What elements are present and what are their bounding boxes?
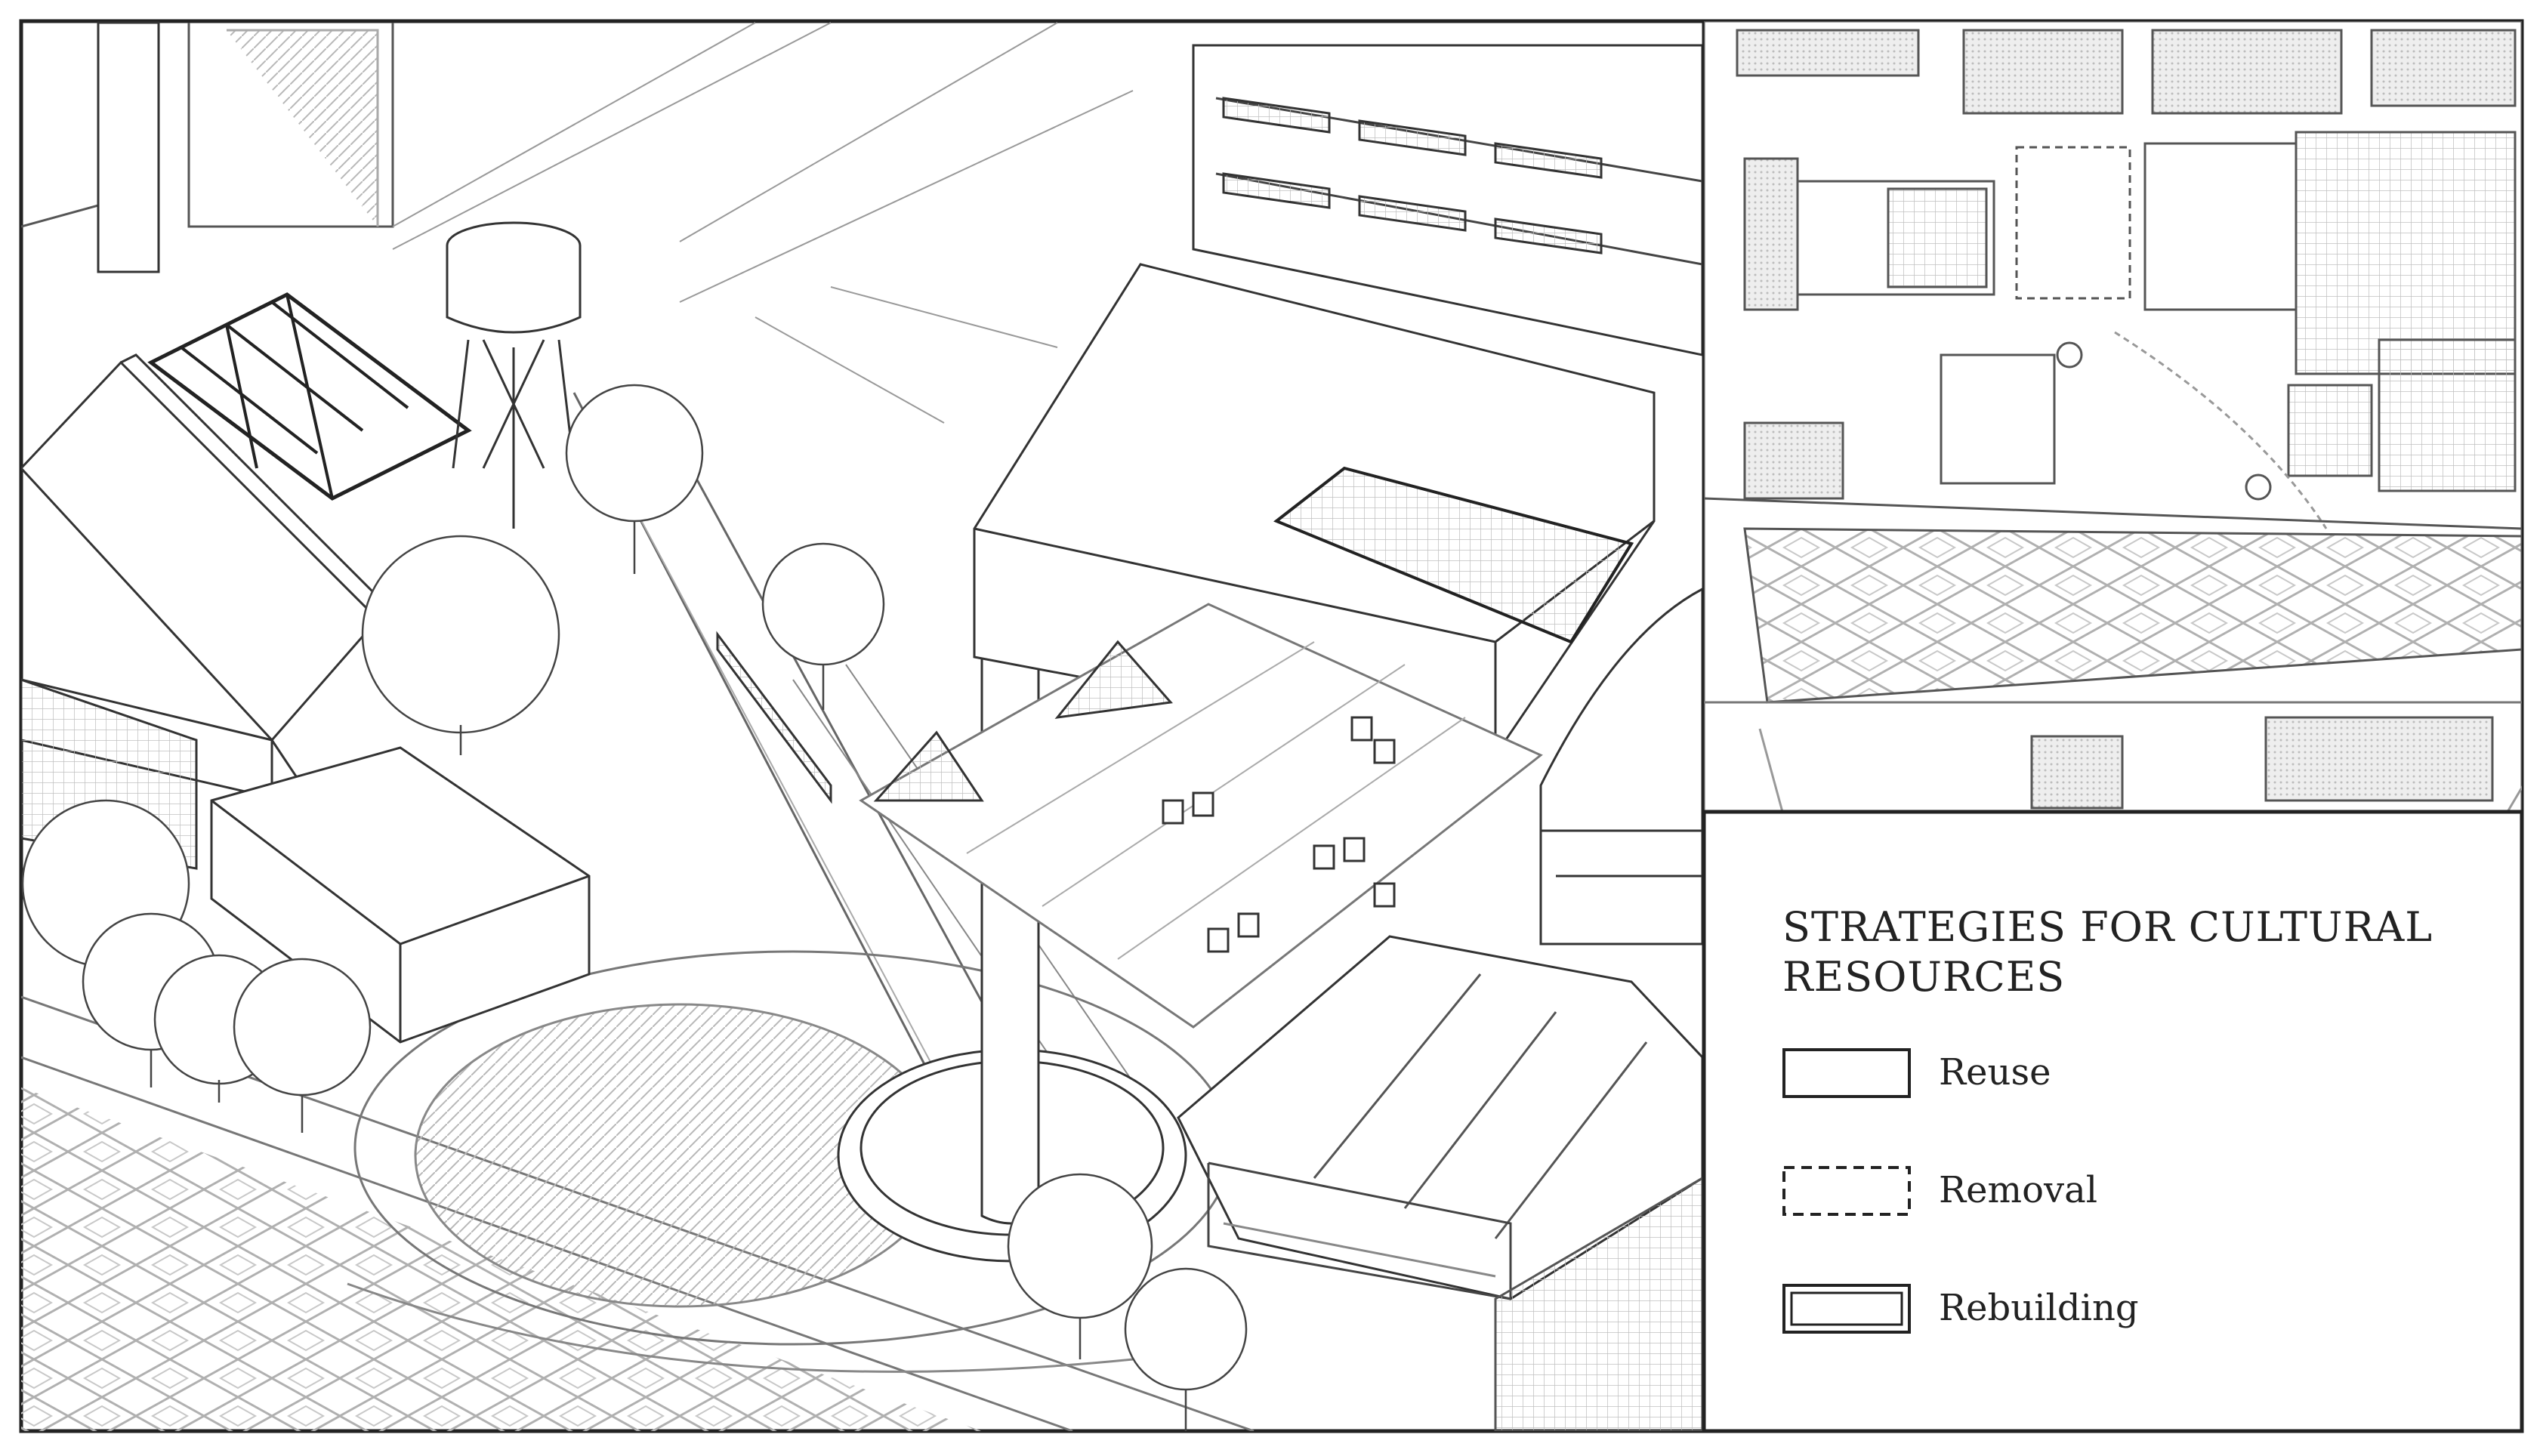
axonometric-site-drawing [21, 21, 1702, 1431]
legend-label-reuse: Reuse [1939, 1051, 2051, 1094]
legend-swatch-reuse [1782, 1048, 1911, 1098]
sculpture-fence [716, 631, 832, 804]
plan-hatch-band [1743, 527, 2522, 704]
steel-truss [147, 292, 472, 501]
sawtooth-roof-building [1177, 935, 1702, 1300]
glass-pyramid-2 [1054, 640, 1173, 719]
legend-label-removal: Removal [1939, 1169, 2098, 1211]
legend-title: STRATEGIES FOR CULTURAL RESOURCES [1782, 903, 2433, 1001]
removal-zone [2015, 146, 2131, 300]
trees [21, 384, 1248, 1431]
glass-pyramid-1 [873, 730, 984, 802]
site-plan [1704, 21, 2522, 812]
warehouse-block [1192, 44, 1702, 356]
water-tower [446, 221, 582, 529]
legend-label-rebuilding: Rebuilding [1939, 1287, 2139, 1329]
skylight-grid [1273, 466, 1634, 644]
legend-swatch-removal [1782, 1166, 1911, 1216]
